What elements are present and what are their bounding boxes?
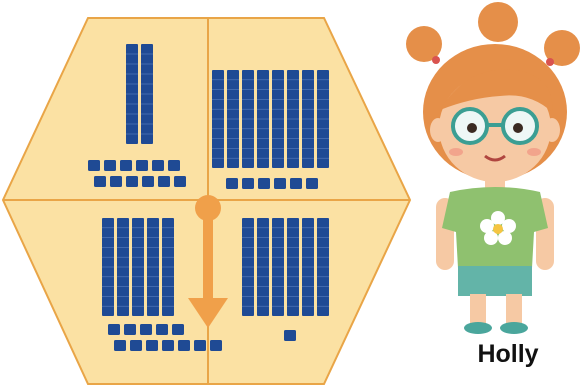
unit-cube	[152, 160, 164, 171]
unit-cube	[194, 340, 206, 351]
unit-cube	[156, 324, 168, 335]
ten-rod	[287, 218, 299, 316]
unit-cube	[120, 160, 132, 171]
ten-rod	[317, 70, 329, 168]
unit-cube	[140, 324, 152, 335]
unit-cube	[130, 340, 142, 351]
unit-cube	[174, 176, 186, 187]
unit-cube	[124, 324, 136, 335]
unit-cube	[146, 340, 158, 351]
ten-rod	[257, 218, 269, 316]
ten-rod	[242, 70, 254, 168]
ten-rod	[126, 44, 138, 144]
ten-rod	[147, 218, 159, 316]
ten-rod	[272, 218, 284, 316]
ten-rod	[257, 70, 269, 168]
unit-cube	[258, 178, 270, 189]
unit-cube	[242, 178, 254, 189]
ten-rod	[317, 218, 329, 316]
unit-cube	[142, 176, 154, 187]
character-name-label: Holly	[463, 340, 553, 369]
unit-cube	[274, 178, 286, 189]
unit-cube	[172, 324, 184, 335]
ten-rod	[102, 218, 114, 316]
ten-rod	[242, 218, 254, 316]
unit-cube	[94, 176, 106, 187]
girl-character-illustration	[406, 2, 580, 334]
ten-rod	[117, 218, 129, 316]
unit-cube	[290, 178, 302, 189]
unit-cube	[226, 178, 238, 189]
unit-cube	[126, 176, 138, 187]
ten-rod	[272, 70, 284, 168]
unit-cube	[162, 340, 174, 351]
unit-cube	[284, 330, 296, 341]
unit-cube	[158, 176, 170, 187]
unit-cube	[168, 160, 180, 171]
unit-cube	[136, 160, 148, 171]
unit-cube	[178, 340, 190, 351]
ten-rod	[227, 70, 239, 168]
unit-cube	[306, 178, 318, 189]
ten-rod	[287, 70, 299, 168]
ten-rod	[302, 218, 314, 316]
unit-cube	[114, 340, 126, 351]
unit-cube	[104, 160, 116, 171]
ten-rod	[141, 44, 153, 144]
unit-cube	[88, 160, 100, 171]
unit-cube	[210, 340, 222, 351]
unit-cube	[110, 176, 122, 187]
ten-rod	[132, 218, 144, 316]
ten-rod	[212, 70, 224, 168]
unit-cube	[108, 324, 120, 335]
ten-rod	[162, 218, 174, 316]
ten-rod	[302, 70, 314, 168]
